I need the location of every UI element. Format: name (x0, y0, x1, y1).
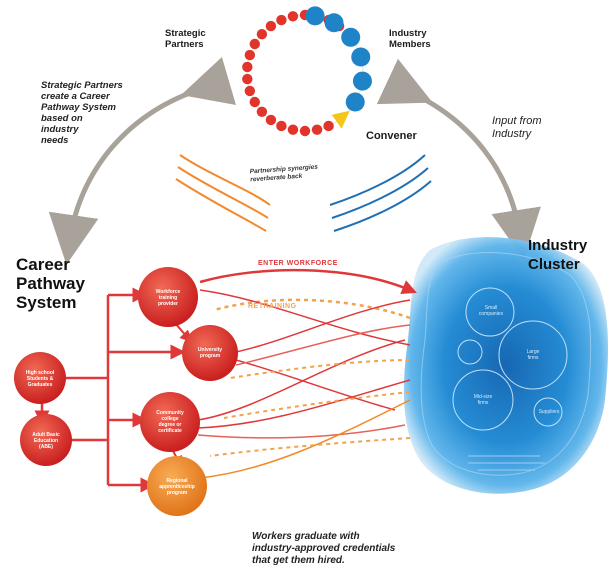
strategic-partner-dot (276, 120, 287, 132)
node-community-college (140, 392, 200, 452)
orange-wave-2 (177, 166, 269, 219)
strategic-partner-dot (256, 28, 268, 40)
convener-label: Convener (366, 130, 417, 142)
enter-workforce-line (199, 268, 417, 295)
cluster-circle-misc (457, 339, 483, 365)
pathway-branches (34, 287, 193, 493)
convener-marker (331, 110, 350, 129)
cluster-label-suppliers: Suppliers (538, 409, 560, 415)
blue-wave-2 (331, 167, 429, 219)
note-input-from-industry: Input from Industry (492, 115, 542, 140)
industry-member-dot (352, 71, 372, 91)
industry-member-dot (341, 27, 361, 47)
strategic-partner-dot (265, 20, 277, 32)
note-workers-graduate: Workers graduate with industry-approved … (252, 531, 396, 566)
retraining-label: RETRAINING (248, 303, 297, 310)
node-apprenticeship (147, 456, 207, 516)
note-strategic-partners: Strategic Partners create a Career Pathw… (41, 80, 123, 146)
node-workforce-training (138, 267, 198, 327)
industry-members-label: Industry Members (389, 28, 431, 50)
strategic-partner-dot (265, 114, 277, 126)
industry-member-dot (351, 47, 371, 67)
pathway-nodes (14, 267, 238, 516)
blue-wave-1 (329, 154, 426, 206)
industry-member-dot (345, 92, 365, 112)
partnership-ring (242, 6, 372, 137)
strategic-partner-dot (299, 125, 311, 137)
cluster-circle-suppliers (533, 397, 563, 427)
cluster-circle-small-companies (465, 287, 515, 337)
gray-arrows (48, 56, 541, 265)
cluster-circle-mid-size (452, 369, 514, 431)
node-university (182, 325, 238, 381)
industry-cluster (403, 237, 609, 494)
industry-member-dot (305, 6, 325, 26)
blue-wave-3 (333, 180, 432, 232)
orange-wave-1 (179, 154, 271, 206)
career-pathway-heading: Career Pathway System (16, 255, 85, 312)
strategic-partner-dot (242, 73, 253, 85)
arrow-to-career-pathway (48, 56, 237, 265)
industry-member-dot (324, 13, 344, 33)
strategic-partner-dot (256, 106, 268, 118)
strategic-partners-label: Strategic Partners (165, 28, 206, 50)
cluster-circle-large-firms (498, 320, 568, 390)
industry-cluster-heading: Industry Cluster (528, 237, 588, 273)
node-high-school (14, 352, 66, 404)
enter-workforce-label: ENTER WORKFORCE (258, 260, 338, 267)
strategic-partner-dot (249, 96, 260, 108)
node-adult-basic-ed (20, 414, 72, 466)
retraining-line (213, 298, 411, 320)
arrow-to-industry-cluster (376, 58, 541, 260)
strategic-partner-dot (276, 14, 287, 26)
synergy-waves (175, 154, 432, 232)
strategic-partner-dot (244, 49, 256, 61)
strategic-partner-dot (311, 124, 323, 135)
strategic-partner-dot (287, 124, 299, 135)
strategic-partner-dot (323, 120, 334, 132)
strategic-partner-dot (287, 11, 299, 22)
strategic-partner-dot (242, 61, 253, 73)
strategic-partner-dot (249, 38, 260, 50)
strategic-partner-dot (244, 85, 256, 97)
workforce-flows (197, 268, 417, 479)
orange-wave-3 (175, 178, 267, 232)
